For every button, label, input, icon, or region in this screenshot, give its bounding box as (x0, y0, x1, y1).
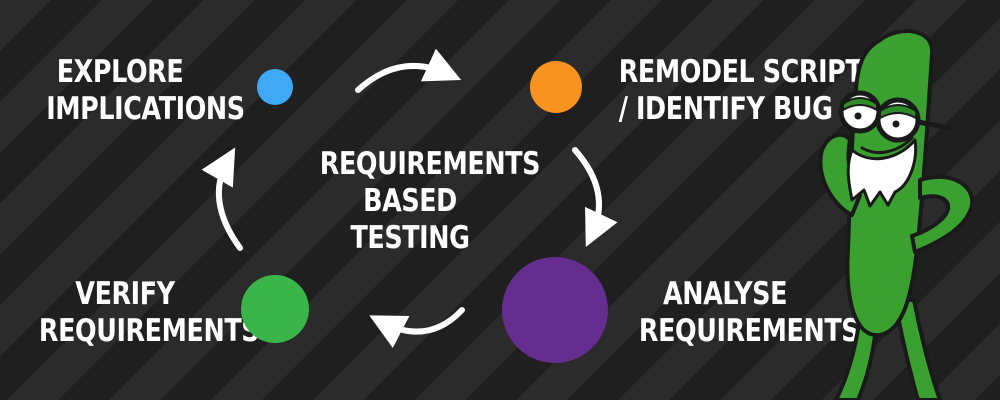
arrow-analyse-to-verify (369, 307, 465, 348)
verify-circle (241, 275, 309, 343)
analyse-circle (502, 257, 608, 363)
arrow-remodel-to-analyse (572, 147, 618, 248)
remodel-circle (530, 61, 582, 113)
arrow-verify-to-explore (201, 147, 243, 251)
explore-circle (257, 69, 293, 105)
arrow-explore-to-remodel (355, 48, 462, 93)
